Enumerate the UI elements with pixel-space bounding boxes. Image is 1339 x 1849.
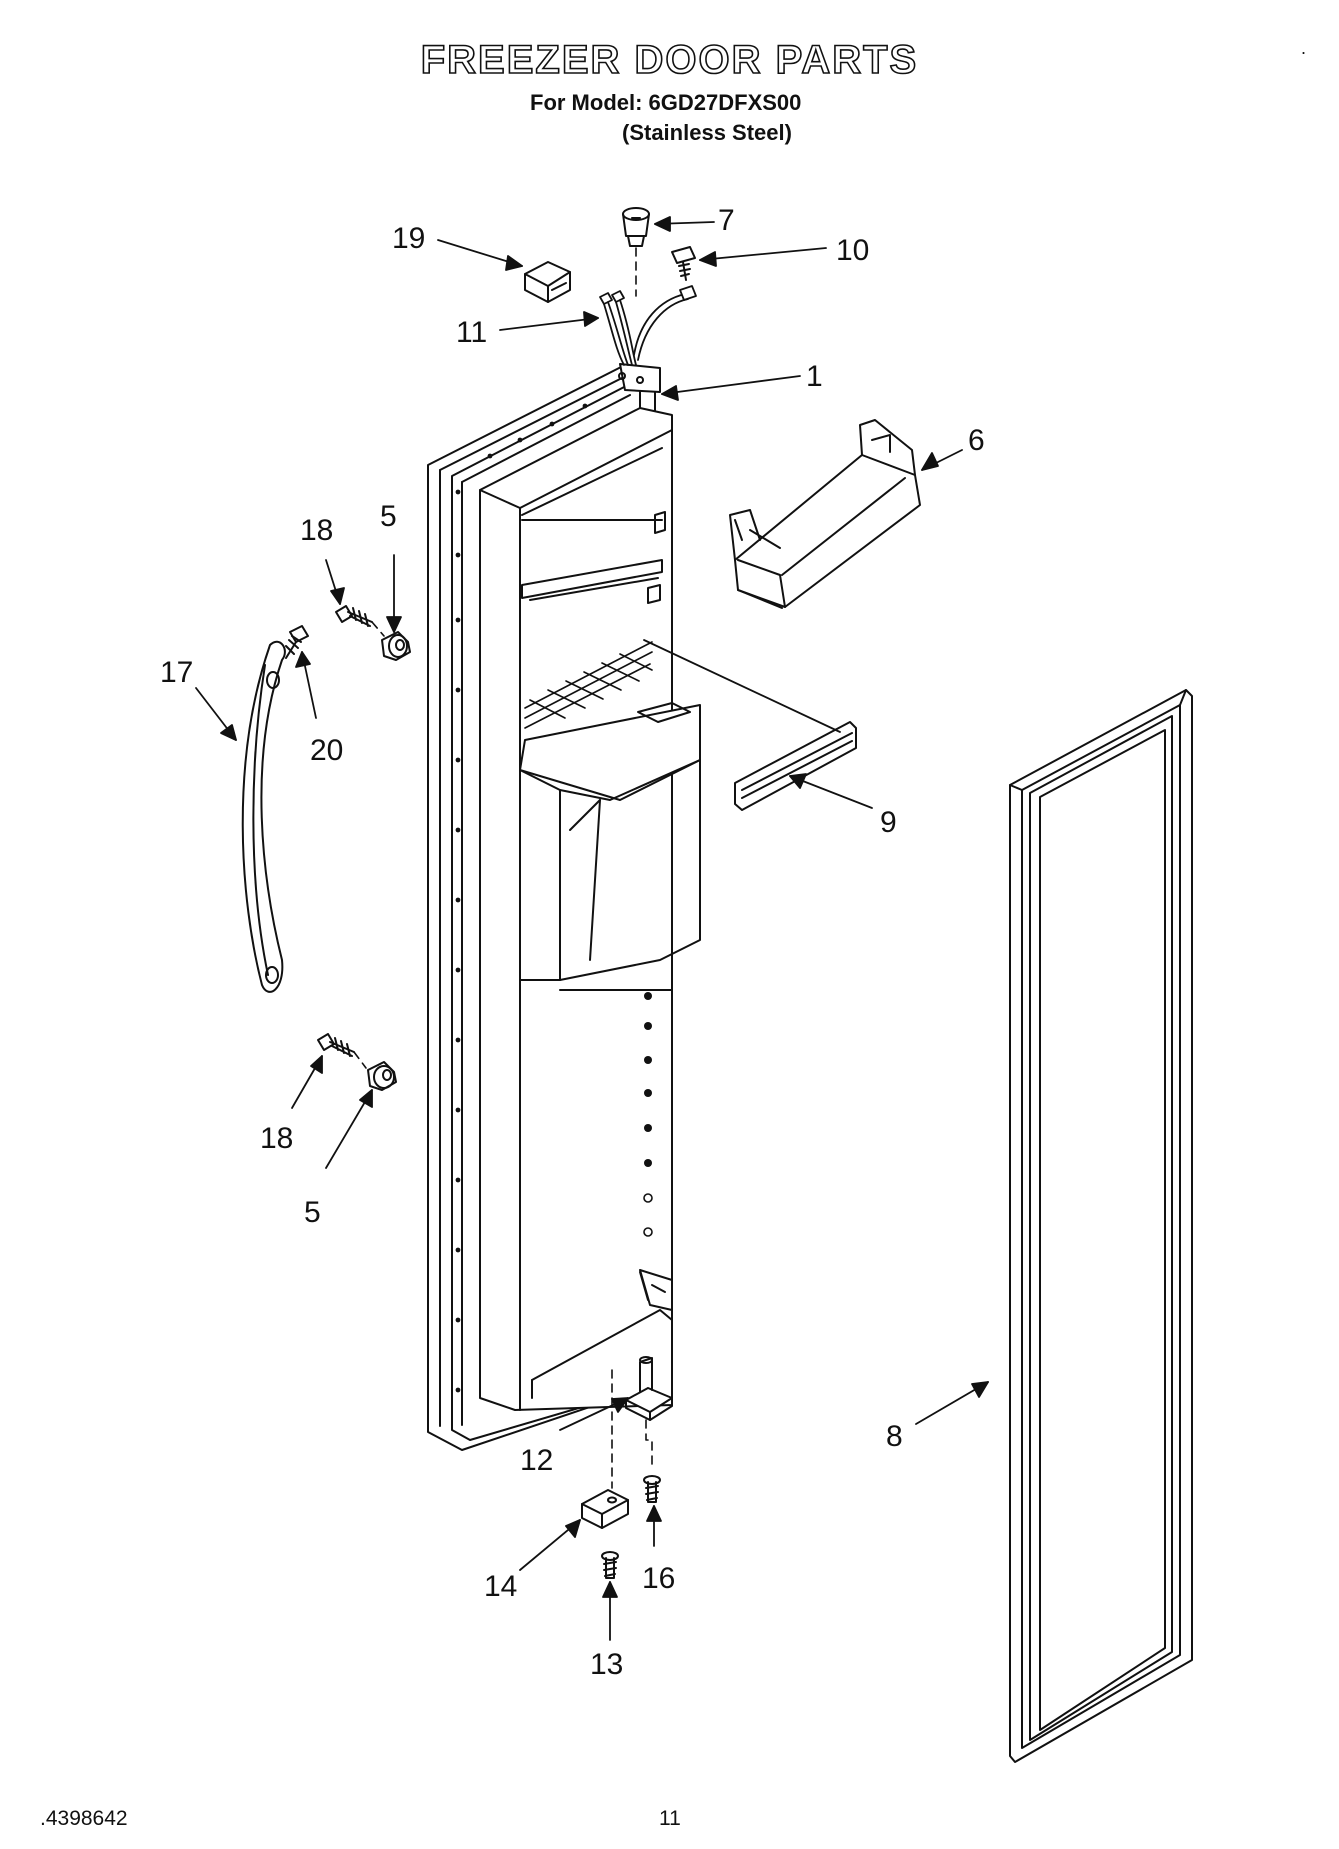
callout-9: 9 [880, 806, 897, 839]
handle-screw-lower [317, 1033, 355, 1057]
hinge-block [581, 1489, 629, 1529]
callout-11: 11 [456, 316, 487, 349]
hinge-screw [643, 1475, 661, 1503]
mounting-screw-top [671, 246, 696, 281]
door-handle [241, 640, 286, 993]
page-number: 11 [659, 1807, 681, 1830]
callout-10: 10 [836, 234, 869, 267]
freezer-door-assembly [427, 363, 701, 1451]
finish-line: (Stainless Steel) [622, 120, 792, 145]
hinge-block-screw [601, 1551, 619, 1579]
callout-12: 12 [520, 1444, 553, 1477]
callout-5-upper: 5 [380, 500, 397, 533]
shelf-trim-bar [734, 721, 857, 811]
callout-7: 7 [718, 204, 735, 237]
door-switch [524, 261, 571, 303]
document-number-value: 4398642 [45, 1807, 128, 1830]
callout-16: 16 [642, 1562, 675, 1595]
door-gasket [1009, 689, 1193, 1763]
callout-18-upper: 18 [300, 514, 333, 547]
assembly-center-lines [353, 247, 653, 1489]
callout-18-lower: 18 [260, 1122, 293, 1155]
model-line: For Model: 6GD27DFXS00 [530, 90, 802, 115]
callout-numbers: 19 7 10 11 1 6 18 5 17 20 9 18 5 8 12 16… [160, 204, 985, 1681]
callout-8: 8 [886, 1420, 903, 1453]
wire-harness [599, 285, 697, 366]
corner-mark: . [1301, 38, 1307, 58]
callout-14: 14 [484, 1570, 517, 1603]
handle-spacer-upper [381, 631, 411, 661]
callout-19: 19 [392, 222, 425, 255]
callout-6: 6 [968, 424, 985, 457]
handle-spacer-lower [367, 1061, 397, 1091]
lower-hinge [625, 1356, 673, 1421]
page-title: FREEZER DOOR PARTS [420, 37, 919, 83]
callout-20: 20 [310, 734, 343, 767]
callout-1: 1 [806, 360, 823, 393]
handle-fastener [285, 625, 309, 659]
callout-leaders [195, 216, 989, 1641]
light-socket [622, 207, 650, 247]
door-shelf-bin [729, 419, 921, 609]
callout-5-lower: 5 [304, 1196, 321, 1229]
handle-screw-upper [335, 605, 373, 627]
document-number: .4398642 [40, 1807, 128, 1830]
callout-17: 17 [160, 656, 193, 689]
callout-13: 13 [590, 1648, 623, 1681]
